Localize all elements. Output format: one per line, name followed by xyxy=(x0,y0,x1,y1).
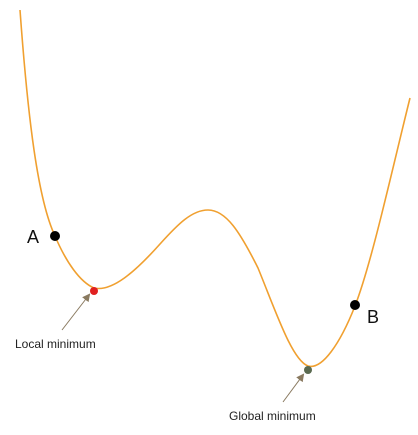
point-b-label: B xyxy=(367,307,379,327)
point-b-marker xyxy=(350,300,360,310)
local-min-arrow xyxy=(61,293,91,331)
point-a-marker xyxy=(50,231,60,241)
loss-curve xyxy=(19,9,411,368)
point-a-label: A xyxy=(27,227,39,247)
global-min-marker xyxy=(304,366,312,374)
global-min-label: Global minimum xyxy=(229,409,316,423)
local-min-marker xyxy=(90,287,98,295)
local-min-label: Local minimum xyxy=(15,337,96,351)
global-min-arrow xyxy=(282,373,305,403)
